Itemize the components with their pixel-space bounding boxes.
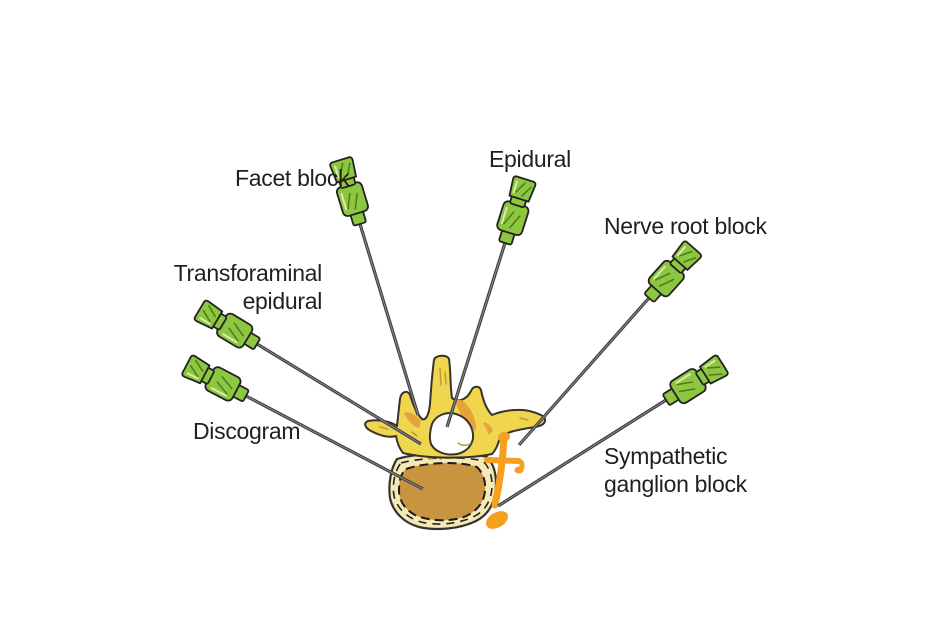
intervertebral-disc xyxy=(398,462,487,522)
sympathetic-chain-line xyxy=(491,433,508,509)
sympathetic-trunk xyxy=(484,431,525,529)
needle-epidural xyxy=(445,174,539,428)
annulus-dashed-ring xyxy=(392,457,493,525)
facet-cartilage-right xyxy=(455,399,477,431)
facet-cartilage-outer-right xyxy=(483,422,493,435)
needle-transforaminal-epidural xyxy=(191,297,422,446)
needle-shaft-highlight xyxy=(359,223,419,416)
label-nerve-root-block: Nerve root block xyxy=(604,213,767,239)
needle-hub xyxy=(658,352,731,412)
label-discogram: Discogram xyxy=(193,418,301,444)
facet-cartilage-left xyxy=(404,412,421,428)
label-epidural: Epidural xyxy=(489,146,571,172)
needle-shaft-highlight xyxy=(245,395,424,490)
rami-crossbar xyxy=(484,457,522,464)
vertebral-foramen xyxy=(428,412,475,456)
needle-shaft-highlight xyxy=(446,242,506,428)
needle-shaft-highlight xyxy=(256,343,422,445)
label-facet-block: Facet block xyxy=(235,165,350,191)
label-sympathetic-ganglion-block: Sympathetic ganglion block xyxy=(604,443,747,497)
label-transforaminal-epidural: Transforaminal epidural xyxy=(173,260,323,314)
needles-layer xyxy=(179,155,731,508)
needle-hub xyxy=(491,174,539,248)
sympathetic-ganglion xyxy=(485,511,509,529)
needle-facet-block xyxy=(327,155,420,416)
needle-nerve-root-block xyxy=(517,238,705,447)
needle-hub xyxy=(179,352,254,409)
needle-sympathetic-ganglion-block xyxy=(497,352,731,508)
vertebral-arch xyxy=(364,354,547,459)
vertebra-bone xyxy=(364,354,547,459)
needle-discogram xyxy=(179,352,424,491)
needle-shaft-highlight xyxy=(497,399,667,507)
rami-bulb xyxy=(514,466,524,474)
needle-shaft-highlight xyxy=(518,297,650,446)
vertebral-body xyxy=(388,451,498,531)
needle-hub xyxy=(638,238,705,308)
